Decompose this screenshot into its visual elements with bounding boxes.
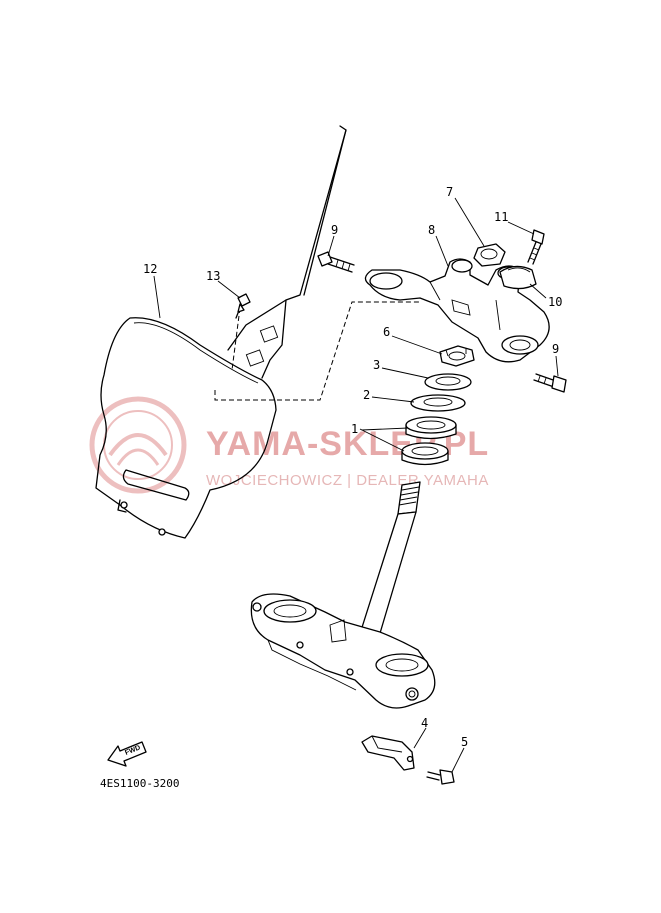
bolt-9-left [317, 251, 355, 273]
callout-9-left: 9 [331, 223, 338, 237]
cable-guide-4 [361, 735, 415, 771]
bearing-1-lower [401, 442, 449, 466]
nut-7 [473, 243, 506, 267]
bolt-9-right [533, 373, 567, 393]
callout-5: 5 [461, 735, 468, 749]
callout-13: 13 [206, 269, 220, 283]
watermark-subtitle: WOJCIECHOWICZ | DEALER YAMAHA [206, 472, 489, 489]
fwd-arrow-icon: FWD [107, 741, 147, 767]
number-plate [95, 125, 420, 539]
callout-12: 12 [143, 262, 157, 276]
bolt-5 [426, 769, 455, 785]
callout-3: 3 [373, 358, 380, 372]
ring-nut-6 [439, 345, 475, 367]
callout-9-right: 9 [552, 342, 559, 356]
callout-8: 8 [428, 223, 435, 237]
callout-4: 4 [421, 716, 428, 730]
callout-7: 7 [446, 185, 453, 199]
callout-10: 10 [548, 295, 562, 309]
bearing-1-upper [405, 416, 457, 440]
washer-3 [424, 373, 472, 391]
leader-lines [153, 197, 559, 773]
diagram-code: 4ES1100-3200 [100, 777, 179, 790]
dust-seal-2 [410, 394, 466, 412]
callout-6: 6 [383, 325, 390, 339]
callout-labels: 12 13 9 8 7 11 10 9 6 3 2 1 4 5 [143, 185, 562, 749]
callout-2: 2 [363, 388, 370, 402]
yamaha-logo-icon [89, 396, 187, 494]
handlebar-clamp-10 [499, 265, 537, 290]
callout-1: 1 [351, 422, 358, 436]
steering-stem [250, 481, 436, 709]
bolt-11 [527, 229, 545, 265]
callout-11: 11 [494, 210, 508, 224]
screw-13 [235, 293, 251, 319]
